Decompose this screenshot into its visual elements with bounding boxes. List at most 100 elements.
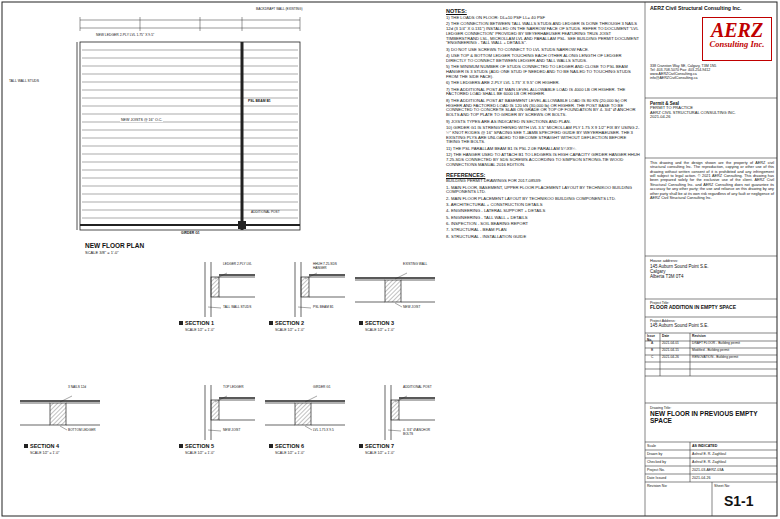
note-text: 10) GIRDER G1 IS STRENGTHENED WITH LVL 3… bbox=[446, 126, 640, 145]
view-title: NEW FLOOR PLAN bbox=[85, 242, 225, 249]
section-title: SECTION 6 bbox=[275, 443, 350, 449]
scale-note: SCALE 1/2" = 1'-0" bbox=[275, 328, 350, 332]
cell-text: 145 Auburn Sound Point S.E. bbox=[650, 264, 774, 269]
cell-text: Calgary bbox=[650, 269, 774, 274]
cell-text: 2021-04-26 bbox=[650, 115, 774, 120]
note-text: 7) THE ADDITIONAL POST AT MAIN LEVEL ALL… bbox=[446, 88, 640, 98]
note-text: 1- MAIN FLOOR, BASEMENT, UPPER FLOOR PLA… bbox=[446, 186, 640, 196]
callout-label: BOTTOM LEDGER bbox=[68, 429, 102, 433]
note-text: 6- INSPECTION - SOIL BEARING REPORT bbox=[446, 222, 640, 227]
cell-heading: This drawing and the design shown are th… bbox=[650, 161, 774, 200]
cell-text: Tel: 403-708-5070 Fax: 403-254-9412 bbox=[650, 68, 774, 72]
callout-label: NEW JOIST bbox=[403, 306, 437, 310]
cell-text: 145 Auburn Sound Point S.E. bbox=[650, 323, 774, 328]
title-block-cell: Project Address:145 Auburn Sound Point S… bbox=[648, 318, 776, 333]
cell-text: www.AERZCivilConsulting.ca bbox=[650, 72, 774, 76]
notes-column: NOTES: 1) THE LOADS ON FLOOR: DL=10 PSF L… bbox=[446, 8, 640, 241]
table-cell: Issue No. bbox=[647, 335, 660, 342]
table-cell: DRAFT FLOOR - Building permit bbox=[692, 342, 774, 346]
table-cell: 2021-04-26 bbox=[662, 356, 689, 360]
table-cell: 2021-03-AERZ-03A bbox=[692, 468, 774, 472]
cell-heading: House address: bbox=[650, 259, 774, 264]
scale-note: SCALE 1/2" = 1'-0" bbox=[275, 451, 350, 455]
table-cell: C bbox=[651, 356, 659, 360]
note-text: 8) THE ADDITIONAL POST AT BASEMENT LEVEL… bbox=[446, 99, 640, 118]
section-title: SECTION 4 bbox=[30, 443, 105, 449]
table-cell: Date bbox=[662, 335, 689, 339]
note-text: 5- ENGINEERING - TALL WALL + DETAILS bbox=[446, 216, 640, 221]
title-block-cell: Permit & SealPERMIT TO PRACTICEAERZ CIVI… bbox=[648, 100, 776, 157]
table-cell: 2021-04-15 bbox=[662, 349, 689, 353]
scale-note: SCALE 1/2" = 1'-0" bbox=[30, 451, 105, 455]
table-cell: Drawn by bbox=[647, 452, 689, 456]
table-cell: Revision No: bbox=[647, 484, 707, 488]
callout-label: PSL BEAM B1 bbox=[313, 306, 347, 310]
table-cell: Scale bbox=[647, 444, 689, 448]
note-text: 3- ARCHITECTURAL + CONSTRUCTION DETAILS bbox=[446, 203, 640, 208]
cell-heading: AERZ bbox=[705, 20, 769, 40]
section-title: SECTION 3 bbox=[365, 320, 440, 326]
notes-heading: REFERENCES: bbox=[446, 172, 640, 178]
section-title: SECTION 1 bbox=[185, 320, 260, 326]
table-cell: Project No. bbox=[647, 468, 689, 472]
note-text: 6) THE LEDGERS ARE 2-PLY LVL 1.75" X 9.5… bbox=[446, 81, 640, 86]
table-cell: 2021-04-26 bbox=[692, 476, 774, 480]
table-cell: Sheet No: bbox=[714, 484, 774, 488]
scale-note: SCALE 1/2" = 1'-0" bbox=[365, 451, 440, 455]
title-block-cell: AERZ Civil Structural Consulting Inc. bbox=[648, 5, 776, 16]
note-text: 1) THE LOADS ON FLOOR: DL=10 PSF LL= 40 … bbox=[446, 16, 640, 21]
callout-label: NEW JOIST bbox=[223, 429, 257, 433]
table-cell: Ashraf E. R. Zaghloul bbox=[692, 452, 774, 456]
plan-callout: NEW LEDGER 2-PLY LVL 1.75" X 9.5" bbox=[95, 34, 155, 38]
table-cell: 2021-04-01 bbox=[662, 342, 689, 346]
title-block-cell: Drawing Title:NEW FLOOR IN PREVIOUS EMPT… bbox=[648, 405, 776, 441]
table-cell: Modified - Building permit bbox=[692, 349, 774, 353]
notes-heading: NOTES: bbox=[446, 8, 640, 14]
plan-callout: PSL BEAM B1 bbox=[247, 100, 272, 104]
callout-label: LEDGER 2-PLY LVL bbox=[223, 263, 257, 267]
callout-label: 4- 3/4" Ø ANCHOR BOLTS bbox=[403, 429, 437, 436]
plan-callout: GIRDER G1 bbox=[180, 232, 201, 236]
note-text: 3) DO NOT USE SCREWS TO CONNECT TO LVL S… bbox=[446, 48, 640, 53]
plan-callout: NEW JOISTS @ 16" O.C. bbox=[120, 118, 163, 122]
note-text: BUILDING PERMIT DRAWINGS FOR 2017-08539: bbox=[446, 179, 640, 184]
cell-text: info@AERZCivilConsulting.ca bbox=[650, 76, 774, 80]
table-cell: RENOVATION - Building permit bbox=[692, 356, 774, 360]
note-text: 4) USE TOP & BOTTOM LEDGER TOUCHING EACH… bbox=[446, 54, 640, 64]
table-cell: A bbox=[651, 342, 659, 346]
title-block-cell: House address:145 Auburn Sound Point S.E… bbox=[648, 258, 776, 298]
note-text: 11) THE PSL PARALLAM BEAM B1 IS PSL 2.0E… bbox=[446, 147, 640, 152]
note-text: 9) JOISTS TYPES ARE AS INDICATED IN SECT… bbox=[446, 120, 640, 125]
title-block-cell: Project Title:FLOOR ADDITION IN EMPTY SP… bbox=[648, 300, 776, 317]
table-cell: B bbox=[651, 349, 659, 353]
scale-note: SCALE 1/2" = 1'-0" bbox=[185, 451, 260, 455]
note-text: 2) THE CONNECTION BETWEEN TALL WALLS STU… bbox=[446, 22, 640, 46]
cell-text: NEW FLOOR IN PREVIOUS EMPTY SPACE bbox=[650, 410, 774, 425]
note-text: 7- STRUCTURAL - BEAM PLAN bbox=[446, 228, 640, 233]
cell-heading: Drawing Title: bbox=[650, 406, 774, 410]
plan-callout: ADDITIONAL POST bbox=[250, 211, 281, 215]
note-text: 4- ENGINEERING - LATERAL SUPPORT + DETAI… bbox=[446, 209, 640, 214]
callout-label: TALL WALL STUDS bbox=[223, 306, 257, 310]
title-block-cell: 338 Cranston Way SE, Calgary, T3M 1N5Tel… bbox=[648, 63, 776, 97]
note-text: 2- MAIN FLOOR PLACEMENT LAYOUT BY TECHNI… bbox=[446, 197, 640, 202]
plan-callout: BACKDRAFT WALL (EXISTING) bbox=[255, 8, 303, 12]
table-cell: Checked by bbox=[647, 460, 689, 464]
note-text: 12) THE HANGER USED TO ATTACH B1 TO LEDG… bbox=[446, 153, 640, 167]
table-cell: AS INDICATED bbox=[692, 444, 774, 448]
section-title: SECTION 2 bbox=[275, 320, 350, 326]
cell-text: FLOOR ADDITION IN EMPTY SPACE bbox=[650, 305, 774, 311]
callout-label: EXISTING WALL bbox=[403, 263, 437, 267]
scale-note: SCALE 1/2" = 1'-0" bbox=[365, 328, 440, 332]
cell-text: Alberta T3M 0T4 bbox=[650, 274, 774, 279]
section-title: SECTION 5 bbox=[185, 443, 260, 449]
scale-note: SCALE 3/8" = 1'-0" bbox=[85, 251, 225, 256]
cell-heading: Project Address: bbox=[650, 319, 774, 323]
logo-box: AERZConsulting Inc. bbox=[702, 17, 772, 61]
section-title: SECTION 7 bbox=[365, 443, 440, 449]
note-text: 5) THE MINIMUM NUMBER OF STUDS CONNECTED… bbox=[446, 65, 640, 79]
table-cell: Date Issued bbox=[647, 476, 689, 480]
plan-callout: TALL WALL STUDS bbox=[8, 80, 40, 84]
cell-heading: 338 Cranston Way SE, Calgary, T3M 1N5 bbox=[650, 64, 774, 68]
